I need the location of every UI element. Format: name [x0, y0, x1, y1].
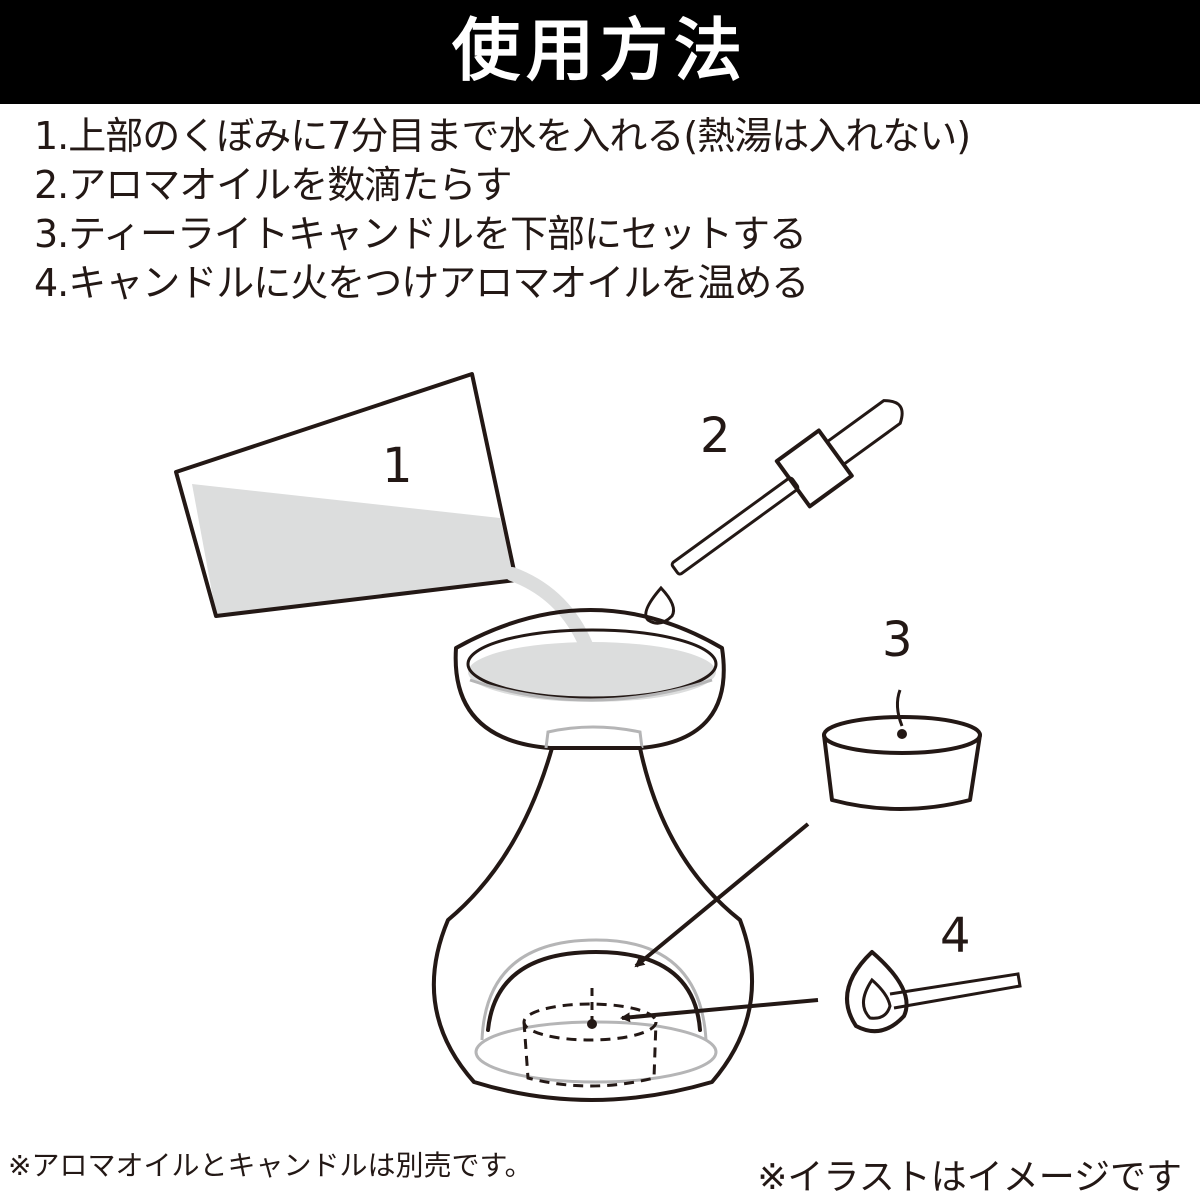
step-2: 2.アロマオイルを数滴たらす [34, 163, 513, 207]
arrow-match-to-candle [620, 998, 819, 1023]
tealight-candle-icon [822, 689, 982, 811]
dropper-icon [644, 399, 904, 625]
arrow-candle-to-burner [634, 822, 810, 968]
page-title: 使用方法 [451, 12, 748, 91]
illustration-label-1: 1 [382, 438, 413, 494]
illustration-label-3: 3 [882, 612, 913, 668]
water-cup-icon [174, 372, 595, 657]
step-1: 1.上部のくぼみに7分目まで水を入れる(熱湯は入れない) [34, 114, 971, 158]
illustration-label-2: 2 [700, 408, 731, 464]
step-4: 4.キャンドルに火をつけアロマオイルを温める [34, 261, 809, 305]
illustration-label-4: 4 [940, 908, 971, 964]
step-list: 1.上部のくぼみに7分目まで水を入れる(熱湯は入れない) 2.アロマオイルを数滴… [34, 112, 971, 308]
header-bar: 使用方法 [0, 0, 1200, 104]
footnote-image-only: ※イラストはイメージです [757, 1157, 1182, 1198]
match-icon [845, 950, 1022, 1034]
step-3: 3.ティーライトキャンドルを下部にセットする [34, 212, 807, 256]
aroma-burner-icon [431, 608, 755, 1102]
footnote-sold-separately: ※アロマオイルとキャンドルは別売です。 [8, 1149, 533, 1182]
